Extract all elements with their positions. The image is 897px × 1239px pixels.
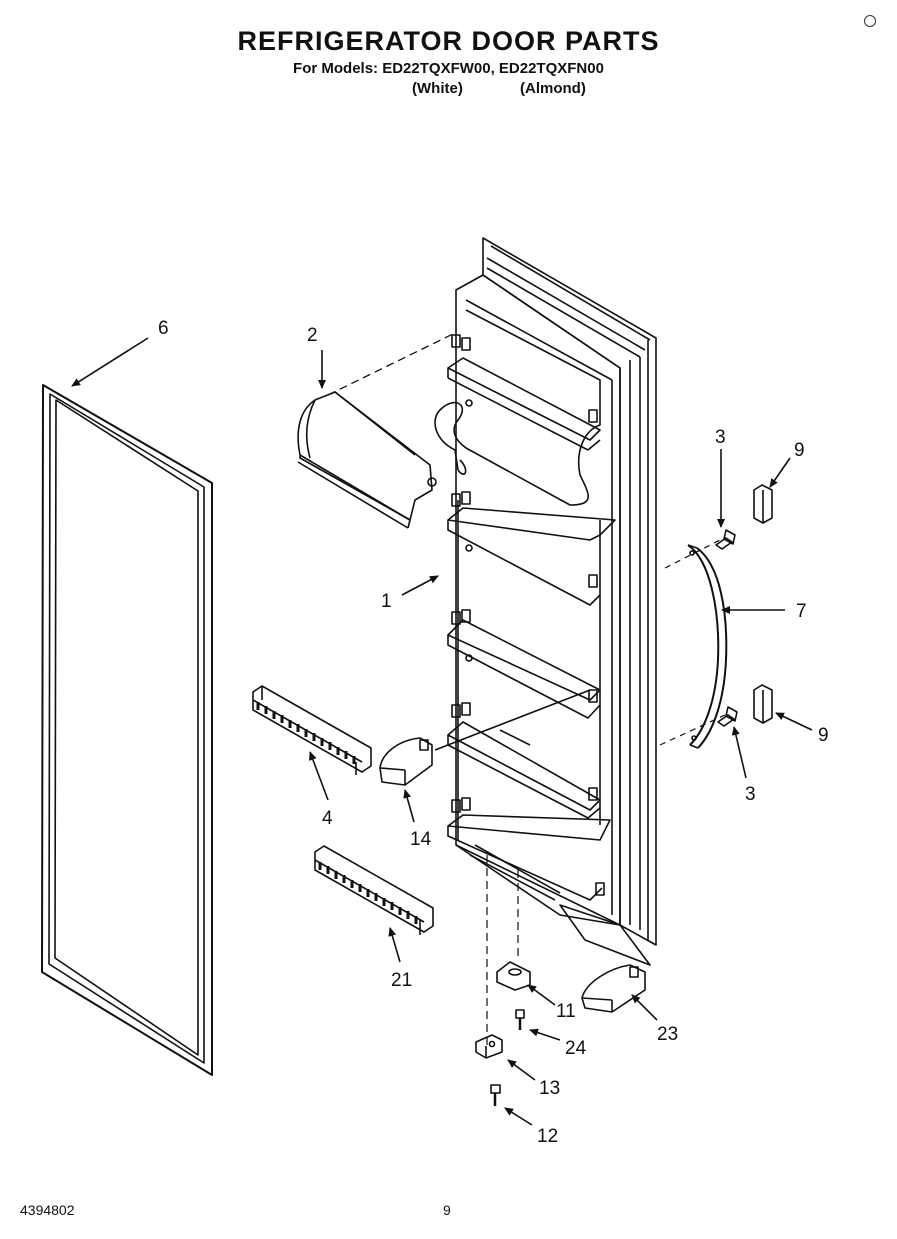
door-hinge-13: [475, 1034, 503, 1059]
model-numbers: For Models: ED22TQXFW00, ED22TQXFN00: [293, 60, 604, 77]
callout-14: 14: [410, 829, 432, 850]
end-cap-14: [379, 737, 433, 786]
callout-2: 2: [307, 325, 318, 346]
leader-1: [401, 575, 439, 596]
callout-9-top: 9: [794, 440, 805, 461]
end-cap-23: [581, 964, 646, 1013]
leader-14: [403, 789, 415, 823]
leader-dash-2: [327, 332, 456, 396]
leader-6: [71, 337, 149, 387]
handle-screw-dash-bottom: [659, 714, 726, 746]
page-number: 9: [443, 1202, 451, 1218]
leader-13: [507, 1059, 536, 1081]
handle-screw-bottom: [717, 706, 738, 727]
screw-cover-top: [753, 484, 773, 524]
callout-12: 12: [537, 1126, 558, 1147]
screw-cover-bottom: [753, 684, 773, 724]
hinge-screw-24: [515, 1009, 525, 1030]
handle-screw-top: [715, 529, 736, 550]
callout-3-top: 3: [715, 427, 726, 448]
hinge-screw-12: [490, 1084, 501, 1106]
page-title: REFRIGERATOR DOOR PARTS: [237, 26, 660, 56]
callout-1: 1: [381, 591, 392, 612]
leader-3b: [731, 726, 747, 779]
leader-23: [631, 994, 658, 1021]
document-number: 4394802: [20, 1202, 75, 1218]
corner-mark-icon: [864, 15, 876, 27]
leader-12: [504, 1107, 533, 1126]
leader-9b: [775, 712, 813, 731]
shelf-trim-4: [252, 685, 372, 775]
leader-9a: [769, 457, 791, 488]
callout-13: 13: [539, 1078, 560, 1099]
callout-24: 24: [565, 1038, 587, 1059]
shelf-trim-21: [314, 845, 434, 935]
leader-4: [309, 751, 329, 801]
callout-21: 21: [391, 970, 412, 991]
door-frame: [434, 237, 657, 966]
callout-4: 4: [322, 808, 333, 829]
callout-6: 6: [158, 318, 169, 339]
variant-white-label: (White): [412, 80, 463, 97]
variant-almond-label: (Almond): [520, 80, 586, 97]
door-gasket: [41, 384, 213, 1076]
handle-screw-dash-top: [664, 539, 721, 569]
dairy-door: [297, 391, 437, 529]
callout-3-bottom: 3: [745, 784, 756, 805]
callout-11: 11: [556, 1001, 576, 1022]
leader-11: [527, 984, 556, 1006]
callout-23: 23: [657, 1024, 678, 1045]
leader-21: [388, 927, 401, 963]
leader-24: [529, 1028, 561, 1041]
hinge-bushing: [496, 961, 531, 991]
callout-7: 7: [796, 601, 807, 622]
callout-9-bottom: 9: [818, 725, 829, 746]
